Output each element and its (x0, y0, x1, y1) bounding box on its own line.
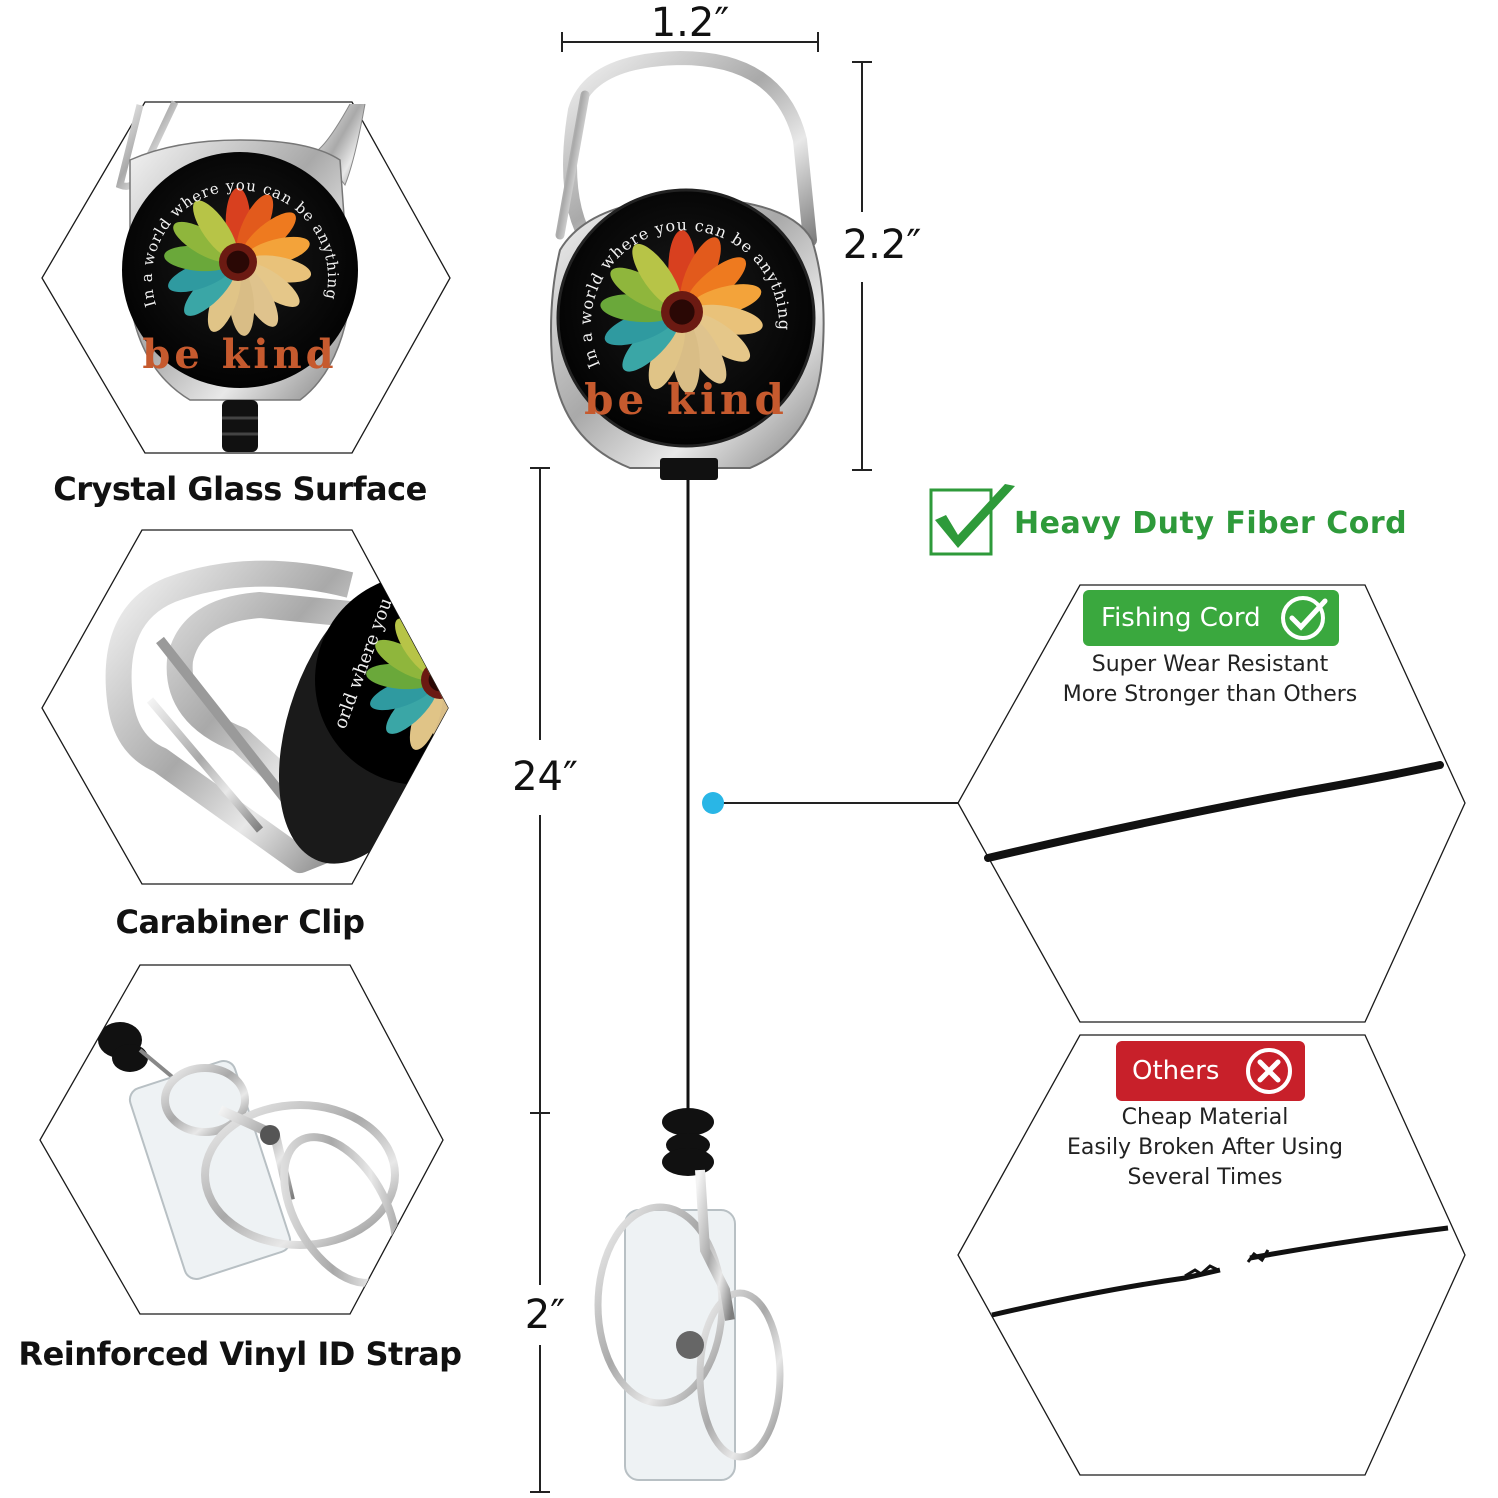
svg-text:be kind: be kind (142, 331, 337, 378)
others-badge-label: Others (1132, 1056, 1220, 1086)
hexagon-fishing-cord (957, 584, 1466, 1023)
fishing-cord-desc-line: Super Wear Resistant (1091, 652, 1329, 677)
svg-text:be kind: be kind (584, 375, 788, 424)
cord-length-label: 24″ (512, 754, 578, 800)
check-circle-icon (1281, 596, 1328, 640)
others-desc: Cheap Material Easily Broken After Using… (1010, 1103, 1400, 1193)
hexagon-vinyl-strap (39, 964, 444, 1315)
fishing-cord-badge: Fishing Cord (1083, 590, 1339, 646)
hexagon-crystal-glass: be kind In a world where you can be anyt… (41, 100, 451, 454)
width-dimension-label: 1.2″ (650, 0, 730, 46)
fishing-cord-badge-label: Fishing Cord (1101, 603, 1261, 633)
fishing-cord-desc-line: More Stronger than Others (1062, 682, 1358, 707)
fishing-cord-desc: Super Wear Resistant More Stronger than … (1020, 650, 1400, 710)
others-desc-line: Cheap Material (1121, 1105, 1289, 1130)
hexagon-carabiner-clip: orld where you (41, 529, 449, 885)
cord-heading: Heavy Duty Fiber Cord (1014, 506, 1408, 541)
badge-reel-main: be kind In a world where you can be anyt… (530, 32, 872, 1493)
height-dimension-label: 2.2″ (842, 222, 922, 268)
strap-length-label: 2″ (524, 1292, 566, 1338)
callout-connector (702, 792, 958, 814)
others-badge: Others (1116, 1041, 1305, 1101)
others-desc-line: Easily Broken After Using (1066, 1135, 1344, 1160)
hexagon-others-cord (957, 1034, 1466, 1476)
feature-label-carabiner: Carabiner Clip (115, 903, 365, 941)
feature-label-vinyl-strap: Reinforced Vinyl ID Strap (18, 1335, 462, 1373)
others-desc-line: Several Times (1127, 1165, 1283, 1190)
feature-label-crystal-glass: Crystal Glass Surface (53, 470, 427, 508)
x-circle-icon (1246, 1048, 1292, 1094)
check-box-icon (929, 484, 1015, 556)
